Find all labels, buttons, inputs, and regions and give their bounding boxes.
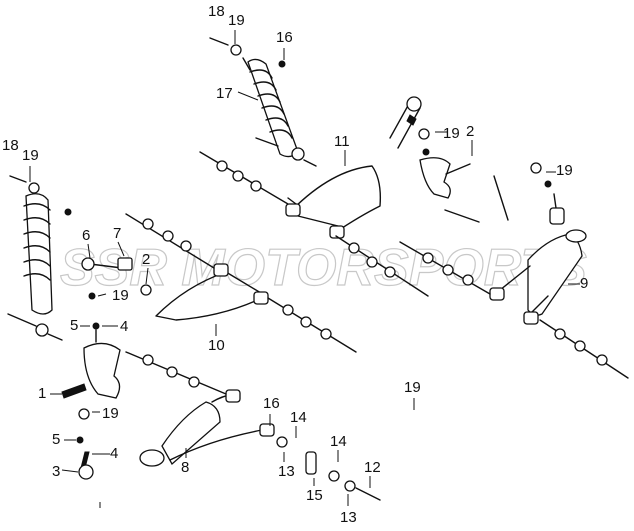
callout-12: 12 xyxy=(364,459,381,476)
callout-numbers: 18 19 16 17 11 19 2 18 19 19 6 7 2 19 9 … xyxy=(2,3,588,526)
left-shock-absorber xyxy=(7,175,72,341)
callout-5: 5 xyxy=(52,431,60,448)
callout-1: 1 xyxy=(38,385,46,402)
callout-13: 13 xyxy=(278,463,295,480)
callout-19: 19 xyxy=(22,147,39,164)
upper-a-arm-right xyxy=(199,151,429,297)
callout-16: 16 xyxy=(263,395,280,412)
top-shock-absorber xyxy=(209,37,317,167)
callout-8: 8 xyxy=(181,459,189,476)
callout-10: 10 xyxy=(208,337,225,354)
callout-19: 19 xyxy=(556,162,573,179)
callout-5: 5 xyxy=(70,317,78,334)
right-steering-knuckle xyxy=(389,96,509,223)
callout-19: 19 xyxy=(228,12,245,29)
callout-14: 14 xyxy=(330,433,347,450)
callout-14: 14 xyxy=(290,409,307,426)
callout-9: 9 xyxy=(580,275,588,292)
callout-19: 19 xyxy=(112,287,129,304)
callout-15: 15 xyxy=(306,487,323,504)
watermark-text: SSR MOTORSPORTS xyxy=(60,239,587,297)
callout-19: 19 xyxy=(443,125,460,142)
callout-11: 11 xyxy=(334,133,350,150)
upper-a-arm-left xyxy=(81,213,357,353)
lower-a-arm-left xyxy=(125,351,381,501)
callout-3: 3 xyxy=(52,463,60,480)
callout-16: 16 xyxy=(276,29,293,46)
callout-6: 6 xyxy=(82,227,90,244)
callout-18: 18 xyxy=(2,137,19,154)
callout-leaders xyxy=(29,30,580,508)
callout-19: 19 xyxy=(404,379,421,396)
callout-18: 18 xyxy=(208,3,225,20)
callout-17: 17 xyxy=(216,85,233,102)
left-steering-knuckle xyxy=(61,322,121,480)
callout-7: 7 xyxy=(113,225,121,242)
callout-19: 19 xyxy=(102,405,119,422)
callout-2: 2 xyxy=(466,123,474,140)
callout-13: 13 xyxy=(340,509,357,526)
lower-a-arm-right xyxy=(399,162,629,379)
callout-4: 4 xyxy=(120,318,128,335)
callout-2: 2 xyxy=(142,251,150,268)
callout-4: 4 xyxy=(110,445,118,462)
